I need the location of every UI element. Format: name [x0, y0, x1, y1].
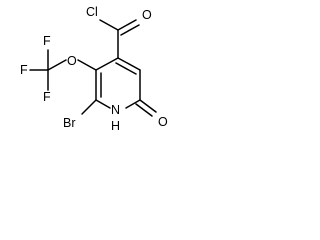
bond-c1-br — [81, 99, 97, 115]
molecule-structure: Cl O O F F F Br H N O — [20, 5, 168, 133]
atom-o-ring: O — [158, 115, 168, 129]
atom-f-bottom: F — [43, 90, 51, 104]
bond-cacyl-o — [117, 19, 137, 31]
bond-c3-c2 — [95, 57, 119, 71]
atom-br: Br — [63, 116, 76, 130]
bond-n-c6 — [125, 99, 141, 109]
atom-f-left: F — [20, 63, 28, 77]
atom-o-carbonyl: O — [142, 8, 152, 22]
atom-n-h: H — [111, 119, 120, 133]
atom-f-top: F — [43, 34, 51, 48]
atom-cl: Cl — [86, 5, 98, 19]
bond-c2-oether — [77, 59, 97, 71]
bond-cacyl-cl — [99, 19, 119, 31]
bond-oether-ccf3 — [47, 59, 67, 71]
bond-cacyl-o-double — [120, 24, 140, 36]
bond-c6-oring — [139, 99, 157, 113]
atom-labels: Cl O O F F F Br H N O — [20, 5, 168, 133]
bonds — [29, 19, 157, 117]
atom-o-ether: O — [67, 54, 77, 68]
bond-c1-n — [95, 99, 111, 109]
atom-n: N — [111, 103, 120, 117]
bond-c6-oring-double — [135, 103, 153, 117]
bond-c4-c3 — [117, 57, 141, 71]
bond-c4-c3-double — [115, 62, 137, 75]
